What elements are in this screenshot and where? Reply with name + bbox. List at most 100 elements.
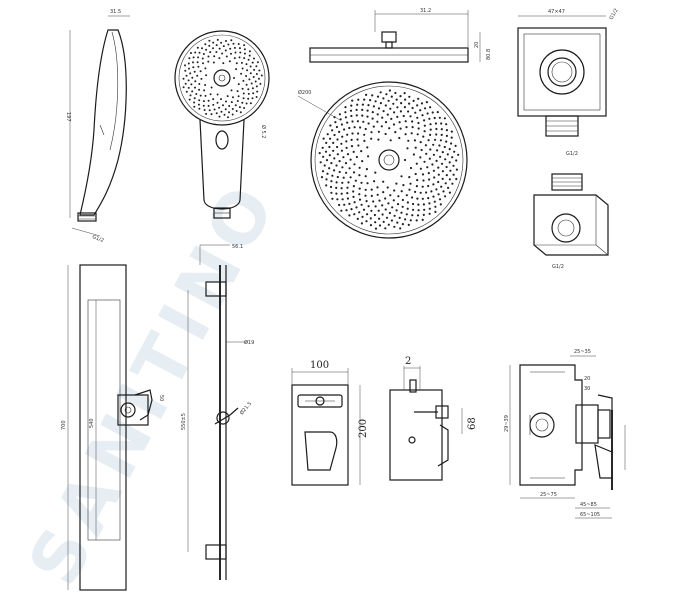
nozzle-dot bbox=[365, 200, 368, 203]
nozzle-dot bbox=[201, 47, 203, 50]
nozzle-dot bbox=[239, 51, 242, 54]
nozzle-dot bbox=[237, 95, 240, 98]
nozzle-dot bbox=[342, 176, 345, 179]
nozzle-dot bbox=[231, 108, 234, 110]
nozzle-dot bbox=[194, 80, 197, 83]
nozzle-dot bbox=[352, 190, 355, 193]
nozzle-dot bbox=[328, 154, 331, 157]
nozzle-dot bbox=[194, 51, 197, 54]
nozzle-dot bbox=[346, 153, 350, 156]
nozzle-dot bbox=[388, 211, 391, 215]
nozzle-dot bbox=[216, 38, 219, 41]
nozzle-dot bbox=[366, 182, 369, 185]
cover-plate-side-view: 2 68 bbox=[389, 356, 478, 481]
nozzle-dot bbox=[376, 186, 379, 189]
nozzle-dot bbox=[389, 194, 392, 197]
nozzle-dot bbox=[411, 126, 414, 129]
box-top-label: 25~35 bbox=[574, 349, 591, 355]
nozzle-dot bbox=[449, 169, 452, 172]
nozzle-dot bbox=[411, 196, 414, 199]
nozzle-dot bbox=[208, 44, 211, 47]
nozzle-dot bbox=[198, 88, 201, 91]
nozzle-dot bbox=[427, 172, 430, 175]
nozzle-dot bbox=[243, 107, 246, 109]
nozzle-dot bbox=[356, 103, 359, 106]
nozzle-dot bbox=[416, 179, 419, 182]
nozzle-dot bbox=[242, 97, 245, 100]
nozzle-dot bbox=[194, 86, 196, 89]
nozzle-dot bbox=[432, 195, 435, 198]
nozzle-dot bbox=[400, 211, 403, 214]
nozzle-dot bbox=[196, 61, 199, 64]
nozzle-dot bbox=[341, 166, 344, 169]
nozzle-dot bbox=[402, 114, 405, 118]
nozzle-dot bbox=[249, 72, 252, 75]
nozzle-dot bbox=[218, 57, 221, 60]
nozzle-dot bbox=[408, 176, 411, 179]
head-nozzle-pattern bbox=[318, 89, 460, 230]
nozzle-dot bbox=[351, 120, 354, 123]
nozzle-dot bbox=[422, 213, 425, 216]
nozzle-dot bbox=[374, 205, 377, 208]
nozzle-dot bbox=[385, 93, 388, 96]
nozzle-dot bbox=[374, 221, 377, 224]
nozzle-dot bbox=[443, 117, 446, 120]
nozzle-dot bbox=[346, 192, 349, 195]
nozzle-dot bbox=[380, 125, 383, 128]
nozzle-dot bbox=[256, 90, 259, 93]
nozzle-dot bbox=[232, 96, 234, 99]
nozzle-dot bbox=[417, 97, 420, 100]
nozzle-dot bbox=[343, 203, 346, 206]
nozzle-dot bbox=[417, 203, 420, 206]
nozzle-dot bbox=[384, 227, 387, 230]
nozzle-dot bbox=[361, 114, 364, 117]
head-depth-label: 31.2 bbox=[420, 8, 431, 14]
watermark: SANITINO bbox=[13, 166, 294, 598]
nozzle-dot bbox=[193, 97, 196, 100]
nozzle-dot bbox=[445, 129, 448, 132]
nozzle-dot bbox=[228, 111, 230, 114]
nozzle-dot bbox=[376, 193, 379, 196]
nozzle-dot bbox=[238, 47, 241, 50]
nozzle-dot bbox=[235, 68, 238, 71]
elbow-bottom-label: G1/2 bbox=[566, 151, 578, 157]
nozzle-dot bbox=[199, 94, 202, 97]
nozzle-dot bbox=[321, 170, 325, 173]
nozzle-dot bbox=[428, 202, 431, 205]
nozzle-dot bbox=[203, 109, 206, 111]
nozzle-dot bbox=[441, 177, 444, 180]
nozzle-dot bbox=[376, 95, 380, 98]
nozzle-dot bbox=[197, 56, 200, 59]
nozzle-dot bbox=[241, 67, 244, 70]
nozzle-dot bbox=[320, 176, 324, 179]
nozzle-dot bbox=[228, 105, 231, 107]
nozzle-dot bbox=[437, 193, 440, 196]
nozzle-dot bbox=[382, 191, 385, 194]
nozzle-dot bbox=[322, 155, 325, 158]
nozzle-dot bbox=[366, 213, 369, 216]
nozzle-dot bbox=[390, 117, 393, 120]
nozzle-dot bbox=[411, 120, 414, 123]
nozzle-dot bbox=[207, 104, 210, 107]
nozzle-dot bbox=[352, 171, 356, 174]
plate-height-label: 200 bbox=[358, 419, 369, 438]
nozzle-dot bbox=[344, 111, 347, 114]
nozzle-dot bbox=[195, 93, 198, 95]
nozzle-dot bbox=[444, 195, 447, 198]
nozzle-dot bbox=[393, 111, 396, 114]
nozzle-dot bbox=[371, 117, 374, 120]
nozzle-dot bbox=[372, 105, 375, 108]
nozzle-dot bbox=[215, 44, 218, 47]
nozzle-dot bbox=[365, 168, 368, 171]
nozzle-dot bbox=[379, 102, 382, 105]
nozzle-dot bbox=[357, 132, 360, 135]
nozzle-dot bbox=[326, 133, 329, 136]
nozzle-dot bbox=[205, 48, 208, 51]
nozzle-dot bbox=[364, 188, 367, 191]
nozzle-dot bbox=[238, 56, 241, 59]
nozzle-dot bbox=[185, 90, 188, 93]
nozzle-dot bbox=[225, 40, 227, 42]
nozzle-dot bbox=[419, 156, 422, 159]
nozzle-dot bbox=[252, 92, 255, 95]
